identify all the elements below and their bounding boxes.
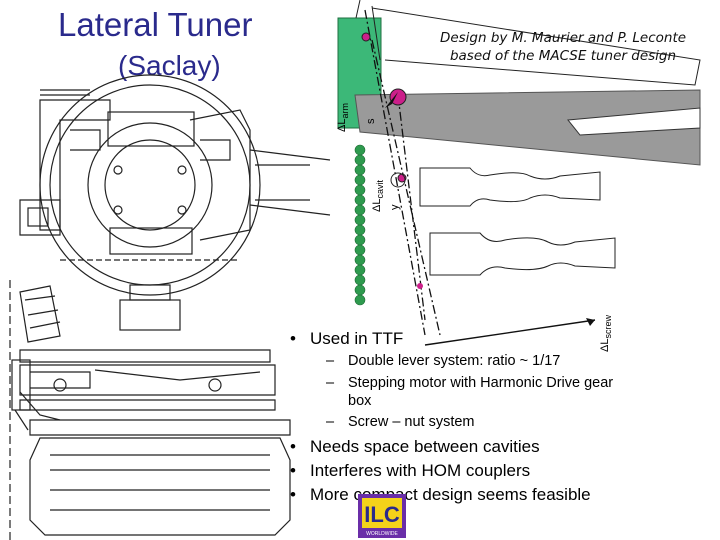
tuner-drawing-top: [19, 74, 331, 296]
delta-l-cavit-label: ΔLcavit: [371, 180, 385, 212]
ilc-logo: ILC WORLDWIDE: [358, 494, 406, 538]
svg-text:WORLDWIDE: WORLDWIDE: [366, 531, 398, 537]
sub-bullet-2-cont: box: [348, 393, 372, 409]
bullet-3: •Interferes with HOM couplers: [290, 461, 531, 480]
svg-text:ILC: ILC: [364, 502, 400, 527]
delta-l-arm-label: ΔLarm: [336, 103, 350, 132]
sub-bullet-2: –Stepping motor with Harmonic Drive gear: [326, 375, 614, 391]
credit-line-2: based of the MACSE tuner design: [449, 48, 677, 64]
pivot-top: [361, 32, 371, 42]
y-label: y: [389, 204, 401, 210]
lever-slot: [567, 107, 701, 136]
pivot-main: [389, 88, 407, 106]
bullet-1-text: Used in TTF: [310, 329, 404, 348]
tuner-drawing-bottom: [9, 280, 291, 540]
sub-bullet-1: –Double lever system: ratio ~ 1/17: [326, 353, 561, 369]
s-label: s: [365, 118, 377, 124]
screw-line: [424, 319, 596, 346]
cavity-outlines: [419, 167, 616, 276]
sub-bullet-3: –Screw – nut system: [326, 414, 475, 430]
pivot-bottom: [417, 283, 423, 289]
bullet-1: •Used in TTF: [290, 329, 404, 348]
slide-title: Lateral Tuner: [58, 6, 253, 43]
construction-lines: [364, 9, 441, 336]
bullet-2: •Needs space between cavities: [290, 437, 540, 456]
bullet-4: •More compact design seems feasible: [290, 485, 591, 504]
lever-bar: [354, 89, 701, 166]
frame-lines: [355, 0, 701, 86]
pivot-arrow: [385, 92, 398, 108]
delta-l-screw-label: ΔLscrew: [599, 315, 613, 352]
cavity-chain: [354, 144, 366, 306]
design-credit: Design by M. Maurier and P. Leconte base…: [418, 29, 708, 65]
credit-line-1: Design by M. Maurier and P. Leconte: [439, 30, 687, 46]
